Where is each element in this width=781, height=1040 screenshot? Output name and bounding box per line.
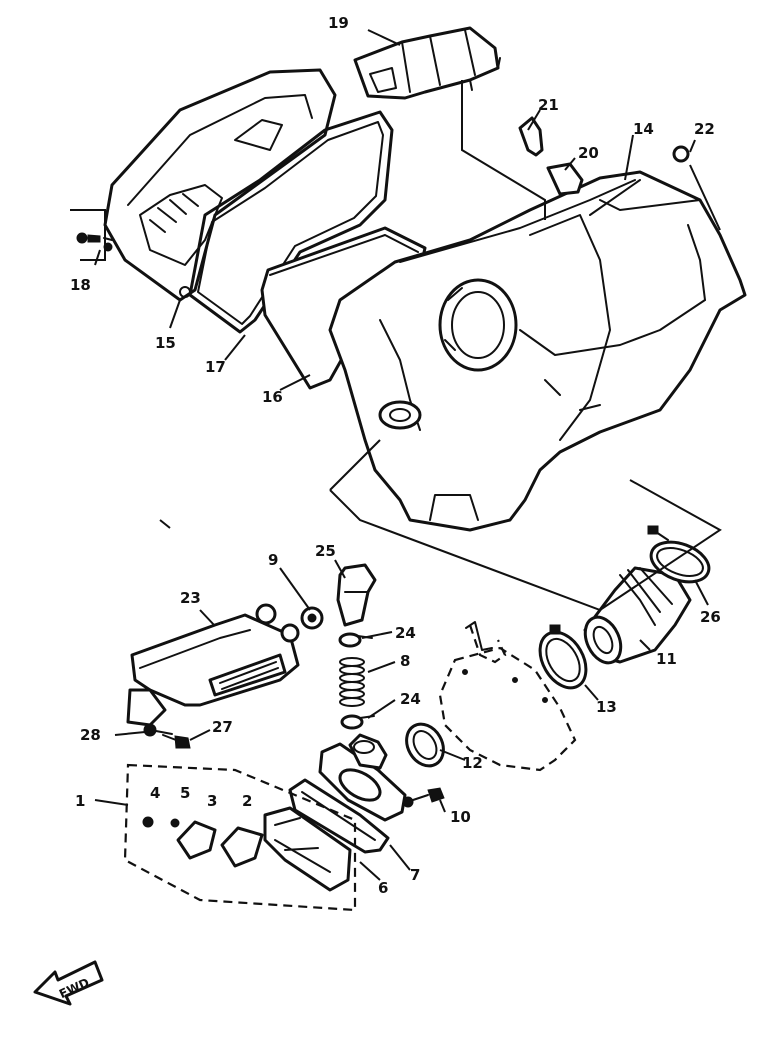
callout-15: 15 [155, 334, 176, 352]
collar-9 [300, 606, 324, 630]
carburetor-joint [583, 566, 692, 665]
callout-28: 28 [80, 726, 101, 744]
callout-6: 6 [378, 879, 388, 897]
hose-band-12 [405, 722, 445, 768]
callout-22: 22 [694, 120, 715, 138]
callout-7: 7 [410, 866, 420, 884]
callout-16: 16 [262, 388, 283, 406]
callout-8: 8 [400, 652, 410, 670]
hose-band-26 [647, 525, 711, 584]
bolt-10 [402, 787, 445, 808]
callout-2: 2 [242, 792, 252, 810]
callout-12: 12 [462, 754, 483, 772]
air-filter-case [328, 170, 747, 532]
callout-4: 4 [150, 784, 160, 802]
hose-band-13 [538, 624, 588, 690]
gasket-6 [288, 778, 390, 854]
callout-18: 18 [70, 276, 91, 294]
callout-labels: 19 21 20 14 22 18 15 17 16 9 25 23 24 8 … [70, 14, 721, 897]
callout-5: 5 [180, 784, 190, 802]
callout-25: 25 [315, 542, 336, 560]
callout-24-lower: 24 [400, 690, 421, 708]
carburetor-outline [438, 621, 577, 772]
clip-24-lower [340, 714, 375, 730]
callout-1: 1 [75, 792, 85, 810]
bolt-28 [143, 723, 173, 737]
callout-9: 9 [268, 551, 278, 569]
screw-18 [76, 232, 113, 252]
callout-19: 19 [328, 14, 349, 32]
callout-20: 20 [578, 144, 599, 162]
reed-cover-23 [126, 603, 300, 727]
case-gasket [188, 110, 394, 334]
hose-25 [336, 563, 377, 627]
callout-10: 10 [450, 808, 471, 826]
callout-26: 26 [700, 608, 721, 626]
callout-13: 13 [596, 698, 617, 716]
bolt-27 [162, 734, 191, 749]
air-filter-case-cover [103, 68, 337, 302]
forward-direction-arrow: FWD [33, 960, 104, 1006]
manifold [318, 733, 407, 822]
callout-14: 14 [633, 120, 654, 138]
callout-21: 21 [538, 96, 559, 114]
spring-8 [339, 657, 365, 707]
reed-valve-assembly [123, 763, 357, 912]
leader-lines [70, 29, 722, 881]
callout-23: 23 [180, 589, 201, 607]
callout-27: 27 [212, 718, 233, 736]
callout-24-upper: 24 [395, 624, 416, 642]
grommet-21 [518, 116, 544, 157]
plug-22 [672, 145, 690, 163]
callout-11: 11 [656, 650, 677, 668]
callout-17: 17 [205, 358, 226, 376]
callout-3: 3 [207, 792, 217, 810]
clip-20 [546, 162, 584, 196]
clip-24-upper [338, 632, 373, 648]
joint [353, 26, 501, 100]
